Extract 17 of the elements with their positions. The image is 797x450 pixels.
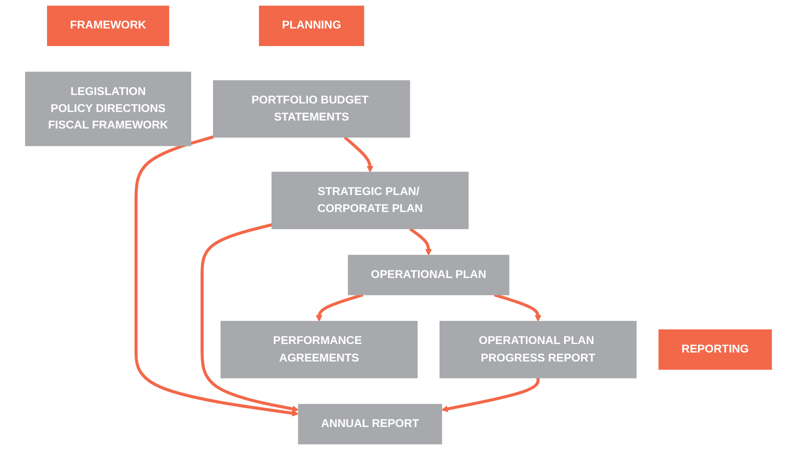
node-box: STRATEGIC PLAN/ CORPORATE PLAN — [272, 172, 469, 230]
arrow — [200, 223, 299, 412]
arrow — [344, 136, 374, 172]
node-box: FRAMEWORK — [47, 6, 170, 46]
arrow — [134, 135, 299, 416]
node-box: ANNUAL REPORT — [298, 404, 442, 444]
node-box: LEGISLATION POLICY DIRECTIONS FISCAL FRAMEWORK — [25, 72, 192, 146]
node-box: PERFORMANCE AGREEMENTS — [220, 320, 418, 378]
arrow — [494, 293, 542, 322]
node-box: OPERATIONAL PLAN — [348, 254, 510, 296]
node-box: PORTFOLIO BUDGET STATEMENTS — [213, 80, 410, 138]
node-box: PLANNING — [258, 6, 364, 46]
arrow — [441, 378, 540, 412]
arrow — [316, 293, 364, 322]
arrow — [409, 228, 432, 256]
node-box: OPERATIONAL PLAN PROGRESS REPORT — [440, 320, 637, 378]
node-box: REPORTING — [658, 329, 772, 370]
